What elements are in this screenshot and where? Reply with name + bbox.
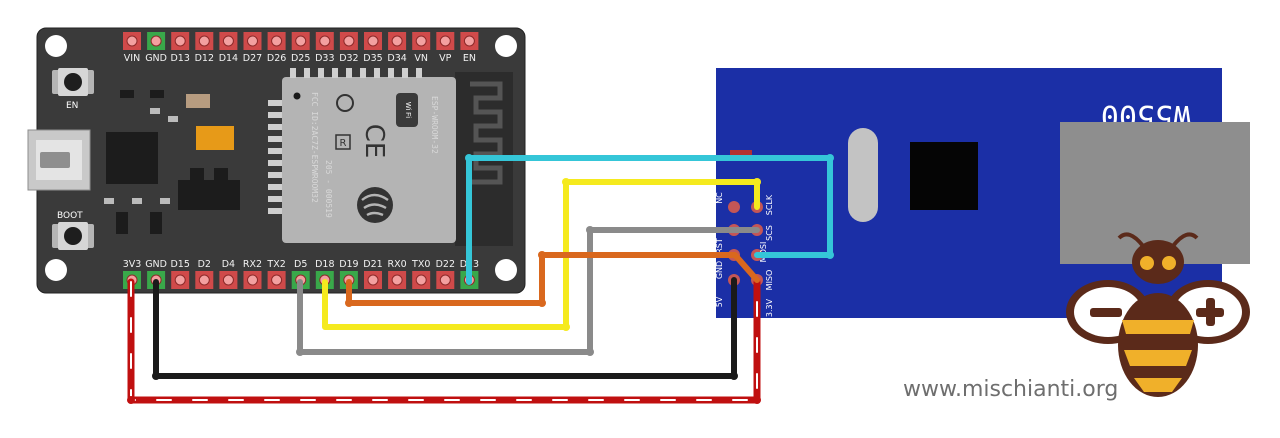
bottom-pin-label: 3V3	[123, 259, 142, 270]
top-pin-hole	[126, 35, 138, 47]
bottom-pin-label: D5	[294, 259, 307, 270]
esp32-board: EN BOOT	[27, 27, 526, 294]
top-pin-label: D14	[219, 53, 238, 64]
certification-logo	[336, 94, 354, 112]
w5500-pin-5v: 5V	[715, 296, 724, 307]
top-pin-hole	[247, 35, 258, 47]
top-pin-hole	[174, 35, 186, 47]
usb-uart-chip	[106, 132, 158, 184]
w5500-chip	[910, 142, 978, 210]
bottom-pin-label: D18	[315, 259, 334, 270]
wires	[127, 154, 834, 404]
top-pin-hole	[439, 35, 451, 47]
w5500-pin-nc: NC	[715, 192, 724, 204]
w5500-pin-gnd: GND	[715, 261, 724, 279]
module-text-fcc: FCC ID:2AC7Z-ESPWROOM32	[310, 92, 319, 203]
watermark: www.mischianti.org	[903, 377, 1119, 402]
bottom-pin-label: RX2	[243, 259, 262, 270]
w5500-pin-scs: SCS	[765, 225, 774, 241]
crystal	[848, 128, 878, 222]
boot-label: BOOT	[57, 211, 83, 221]
top-pin-hole	[463, 35, 475, 47]
top-pin-hole	[222, 35, 234, 47]
top-pin-label: VIN	[124, 53, 140, 64]
top-pin-label: D33	[315, 53, 334, 64]
bottom-pin-label: D4	[222, 259, 235, 270]
w5500-pin-miso: MISO	[765, 270, 774, 291]
bottom-pin-label: D2	[198, 259, 211, 270]
w5500-pin-sclk: SCLK	[765, 194, 774, 215]
ce-mark: CE	[359, 124, 389, 159]
bottom-pin-label: TX0	[411, 259, 430, 270]
r-mark: R	[335, 134, 351, 150]
bottom-pin-label: D15	[170, 259, 189, 270]
bottom-pin-hole	[198, 274, 210, 286]
top-pin-label: D25	[291, 53, 310, 64]
en-button[interactable]	[52, 68, 94, 96]
top-pin-hole	[391, 35, 403, 47]
top-pin-hole	[150, 35, 162, 47]
top-pin-hole	[295, 35, 307, 47]
bottom-pin-hole	[222, 274, 234, 286]
boot-button[interactable]	[52, 222, 94, 250]
top-pin-label: EN	[463, 53, 476, 64]
bee-logo	[1066, 232, 1250, 397]
module-text-model: ESP-WROOM-32	[430, 96, 439, 154]
top-pin-hole	[319, 35, 331, 47]
top-pin-label: D26	[267, 53, 286, 64]
en-label: EN	[66, 101, 78, 111]
top-pin-label: D12	[195, 53, 214, 64]
bottom-pin-label: TX2	[266, 259, 285, 270]
espressif-logo	[357, 187, 393, 223]
bottom-pin-hole	[174, 274, 186, 286]
bottom-pin-label: GND	[145, 259, 167, 270]
top-pin-hole	[343, 35, 355, 47]
top-pin-hole	[415, 35, 427, 47]
top-pin-label: D27	[243, 53, 262, 64]
top-pin-label: D35	[363, 53, 382, 64]
svg-text:R: R	[340, 138, 347, 149]
bottom-pin-label: D21	[363, 259, 382, 270]
bottom-pin-label: D22	[436, 259, 455, 270]
top-pin-label: GND	[145, 53, 167, 64]
minus-sign	[1090, 308, 1122, 317]
module-pads-top	[290, 68, 422, 78]
top-pin-hole	[198, 35, 210, 47]
bottom-pin-hole	[247, 274, 258, 286]
top-pin-hole	[271, 35, 283, 47]
bottom-pin-label: D19	[339, 259, 358, 270]
top-pin-label: VP	[439, 53, 451, 64]
top-pin-hole	[367, 35, 379, 47]
plus-sign-v	[1206, 298, 1215, 326]
bottom-pin-hole	[439, 274, 451, 286]
w5500-pin-rst: RST	[715, 238, 724, 254]
top-pin-label: D32	[339, 53, 358, 64]
top-pin-label: D34	[387, 53, 406, 64]
bottom-pin-hole	[415, 274, 427, 286]
wifi-logo: Wi Fi	[396, 93, 418, 127]
bottom-pin-hole	[271, 274, 283, 286]
bottom-pin-label: RX0	[388, 259, 407, 270]
top-pin-label: VN	[414, 53, 428, 64]
bottom-pin-hole	[391, 274, 403, 286]
wire-3v3	[127, 278, 761, 404]
bottom-pin-hole	[367, 274, 379, 286]
wifi-logo-text: Wi Fi	[404, 102, 411, 118]
esp-wroom-32-module: Wi Fi R CE ESP-WROOM-32 FCC ID:2AC7Z-ESP…	[268, 68, 513, 246]
top-pin-label: D13	[170, 53, 189, 64]
micro-usb-connector	[27, 129, 91, 191]
module-text-serial: 205 - 000519	[324, 160, 333, 218]
module-pads-left	[268, 100, 282, 214]
w5500-pin-3v3: 3.3V	[765, 298, 774, 317]
wire-gnd	[153, 277, 737, 379]
